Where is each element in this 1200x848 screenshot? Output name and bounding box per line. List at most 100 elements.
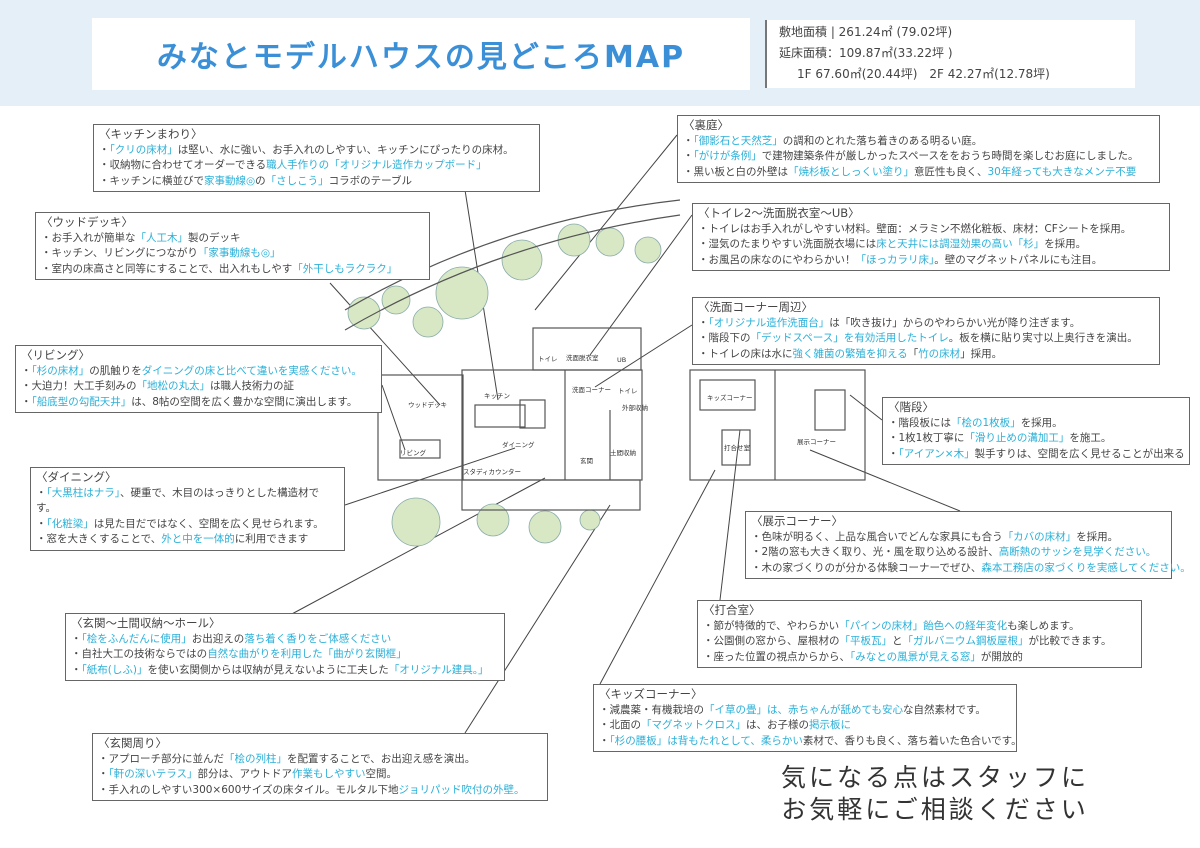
highlight-text: 「オリジナル建具。」: [388, 663, 489, 676]
note-heading: 〈キッズコーナー〉: [599, 687, 703, 701]
note-line: ・色味が明るく、上品な風合いでどんな家具にも合う「カバの床材」を採用。: [751, 530, 1166, 546]
note-text: ・お手入れが簡単な: [41, 231, 136, 244]
note-line: ・「がけが条例」で建物建築条件が厳しかったスペースををおうち時間を楽しむお庭にし…: [683, 149, 1154, 165]
note-senmen: 〈洗面コーナー周辺〉・「オリジナル造作洗面台」は「吹き抜け」からのやわらかい光が…: [692, 297, 1160, 365]
area-stats: 敷地面積 | 261.24㎡ (79.02坪) 延床面積：109.87㎡(33.…: [765, 20, 1135, 88]
note-heading: 〈裏庭〉: [683, 118, 729, 132]
note-text: ・トイレはお手入れがしやすい材料。壁面：メラミン不燃化粧板、床材：CFシートを採…: [698, 222, 1132, 235]
highlight-text: 床と天井には調湿効果の高い「杉」: [876, 238, 1045, 250]
note-line: ・窓を大きくすることで、外と中を一体的に利用できます: [36, 532, 339, 548]
note-heading: 〈キッチンまわり〉: [99, 127, 203, 141]
highlight-text: 強く雑菌の繁殖を抑える: [792, 347, 908, 360]
note-text: を採用。: [1020, 416, 1063, 429]
note-dining: 〈ダイニング〉・「大黒柱はナラ」、硬重で、木目のはっきりとした構造材です。・「化…: [30, 467, 345, 551]
room-dining: ダイニング: [502, 440, 535, 449]
room-senmen-datsui: 洗面脱衣室: [566, 353, 599, 362]
note-text: ・黒い板と白の外壁は: [683, 165, 788, 178]
note-text: ・節が特徴的で、やわらかい: [703, 619, 840, 632]
note-kids: 〈キッズコーナー〉・減農薬・有機栽培の「イ草の畳」は、赤ちゃんが舐めても安心な自…: [593, 684, 1022, 752]
highlight-text: 職人手作りの「オリジナル造作カップボード」: [266, 159, 487, 171]
note-line: ・節が特徴的で、やわらかい「パインの床材」飴色への経年変化も楽しめます。: [703, 619, 1136, 635]
note-text: 意匠性も良く、: [914, 165, 988, 178]
note-line: ・トイレの床は水に強く雑菌の繁殖を抑える「竹の床材」採用。: [698, 347, 1154, 363]
highlight-text: 「アイアン×木」: [898, 447, 975, 460]
note-text: の調和のとれた落ち着きのある明るい庭。: [782, 134, 983, 147]
room-meeting: 打合せ室: [724, 443, 751, 452]
note-toilet: 〈トイレ2〜洗面脱衣室〜UB〉・トイレはお手入れがしやすい材料。壁面：メラミン不…: [692, 203, 1170, 271]
highlight-text: 家事動線◎: [204, 174, 256, 187]
note-line: ・「杉の床材」の肌触りをダイニングの床と比べて違いを実感ください。: [21, 364, 376, 380]
note-line: ・「船底型の勾配天井」は、8帖の空間を広く豊かな空間に演出します。: [21, 395, 376, 411]
note-text: を使い玄関側からは収納が見えないように工夫した: [147, 663, 389, 676]
highlight-text: 「ほっカラリ床」: [855, 253, 935, 266]
note-text: ・公園側の窓から、屋根材の: [703, 635, 840, 647]
note-line: ・階段板には「桧の1枚板」を採用。: [888, 416, 1184, 432]
highlight-text: 外と中を一体的: [161, 533, 235, 545]
highlight-text: 「イ草の畳」は、赤ちゃんが舐めても安心: [704, 703, 903, 716]
note-meeting: 〈打合室〉・節が特徴的で、やわらかい「パインの床材」飴色への経年変化も楽しめます…: [697, 600, 1142, 668]
note-line: ・「軒の深いテラス」部分は、アウトドア作業もしやすい空間。: [98, 767, 542, 783]
note-line: ・お手入れが簡単な「人工木」製のデッキ: [41, 231, 424, 247]
note-text: も楽しめます。: [1007, 619, 1080, 632]
note-line: ・座った位置の視点からから、「みなとの風景が見える窓」が開放的: [703, 650, 1136, 666]
note-heading: 〈ダイニング〉: [36, 470, 117, 484]
note-text: ・木の家づくりのが分かる体験コーナーでぜひ、: [751, 561, 982, 574]
note-heading: 〈トイレ2〜洗面脱衣室〜UB〉: [698, 206, 860, 220]
note-text: 製のデッキ: [188, 231, 241, 244]
note-text: に利用できます: [234, 533, 309, 545]
note-text: は職人技術力の証: [210, 380, 294, 392]
note-line: ・「御影石と天然芝」の調和のとれた落ち着きのある明るい庭。: [683, 134, 1154, 150]
note-line: ・「杉の腰板」は背もたれとして、柔らかい素材で、香りも良く、落ち着いた色合いです…: [599, 734, 1022, 750]
note-line: ・「紙布(しふ)」を使い玄関側からは収納が見えないように工夫した「オリジナル建具…: [71, 663, 499, 679]
note-line: ・手入れのしやすい300×600サイズの床タイル。モルタル下地ジョリパッド吹付の…: [98, 783, 542, 799]
note-line: ・大迫力！大工手刻みの「地松の丸太」は職人技術力の証: [21, 379, 376, 395]
room-senmen-corner: 洗面コーナー: [572, 385, 611, 394]
note-text: 空間。: [365, 768, 397, 780]
note-line: ・階段下の「デッドスペース」を有効活用したトイレ。板を横に貼り実寸以上奥行きを演…: [698, 331, 1154, 347]
note-text: は、お子様の: [746, 719, 809, 731]
room-labels: ウッドデッキ キッチン リビング ダイニング スタディカウンター 玄関 トイレ …: [400, 353, 836, 476]
room-kitchen: キッチン: [484, 392, 510, 400]
note-text: ・: [71, 632, 82, 645]
note-text: ・: [698, 316, 709, 329]
note-line: ・「クリの床材」は堅い、水に強い、お手入れのしやすい、キッチンにぴったりの床材。: [99, 143, 534, 159]
note-text: 、硬重で、木目のはっきりとした構造材です。: [36, 486, 320, 515]
note-text: を施工。: [1069, 432, 1112, 444]
highlight-text: 「さしこう」: [265, 174, 329, 187]
note-text: ・: [36, 517, 47, 530]
note-heading: 〈打合室〉: [703, 603, 761, 617]
highlight-text: 「クリの床材」: [109, 143, 178, 156]
highlight-text: 「オリジナル造作洗面台」: [708, 316, 830, 329]
room-kids: キッズコーナー: [707, 393, 753, 402]
note-text: ・キッチン、リビングにつながり: [41, 247, 198, 259]
plan-1f: [344, 199, 681, 511]
note-line: ・「桧をふんだんに使用」お出迎えの落ち着く香りをご体感ください: [71, 632, 499, 648]
note-line: ・キッチンに横並びで家事動線◎の「さしこう」コラボのテーブル: [99, 174, 534, 190]
note-text: 。板を横に貼り実寸以上奥行きを演出。: [948, 332, 1138, 344]
note-text: ・窓を大きくすることで、: [36, 533, 162, 545]
note-line: ・自社大工の技術ならではの自然な曲がりを利用した「曲がり玄関框」: [71, 647, 499, 663]
highlight-text: 「船底型の勾配天井」: [31, 395, 132, 408]
note-kitchen: 〈キッチンまわり〉・「クリの床材」は堅い、水に強い、お手入れのしやすい、キッチン…: [93, 124, 540, 192]
floor-area: 延床面積：109.87㎡(33.22坪 ): [779, 46, 953, 60]
note-text: は堅い、水に強い、お手入れのしやすい、キッチンにぴったりの床材。: [177, 143, 514, 156]
highlight-text: 「御影石と天然芝」: [693, 134, 783, 147]
highlight-text: 「杉の腰板」は背もたれとして、柔らかい: [609, 734, 803, 747]
note-text: は「吹き抜け」からのやわらかい光が降り注ぎます。: [829, 316, 1081, 329]
note-text: の肌触りを: [89, 364, 142, 377]
note-backyard: 〈裏庭〉・「御影石と天然芝」の調和のとれた落ち着きのある明るい庭。・「がけが条例…: [677, 115, 1160, 183]
floor-breakdown: 1F 67.60㎡(20.44坪) 2F 42.27㎡(12.78坪): [797, 67, 1050, 81]
note-line: ・キッチン、リビングにつながり「家事動線も◎」: [41, 246, 424, 262]
highlight-text: 「桧をふんだんに使用」: [81, 632, 192, 645]
note-text: ・北面の: [599, 719, 641, 731]
trees: [347, 223, 662, 547]
room-exhibit: 展示コーナー: [797, 438, 836, 446]
highlight-text: 作業もしやすい: [292, 768, 366, 780]
room-genkan: 玄関: [580, 456, 593, 465]
highlight-text: 「家事動線も◎」: [197, 247, 281, 259]
note-text: ・大迫力！大工手刻みの: [21, 380, 137, 392]
note-text: 部分は、アウトドア: [197, 768, 293, 780]
note-text: ・: [98, 768, 109, 780]
highlight-text: 「化粧梁」: [46, 517, 94, 530]
